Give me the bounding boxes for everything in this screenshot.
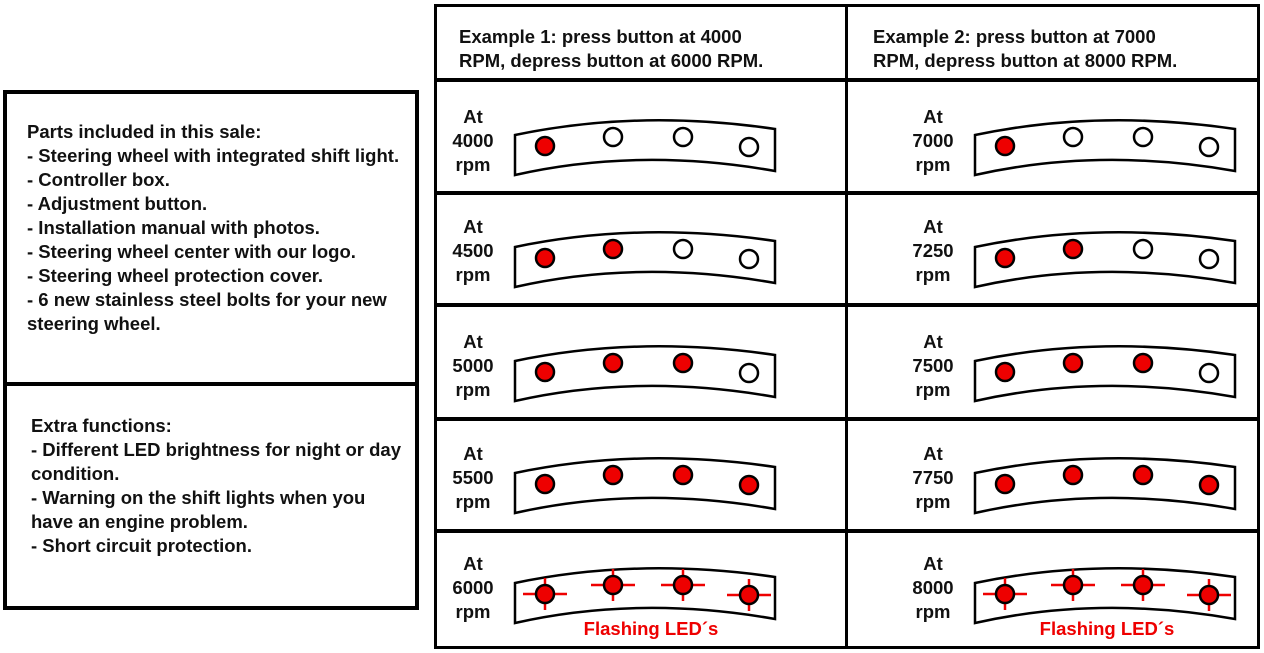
led-lit: [534, 135, 556, 157]
example-2-header: Example 2: press button at 7000 RPM, dep…: [873, 26, 1178, 71]
shift-light-strip: [513, 231, 777, 289]
flashing-leds-label: Flashing LED´s: [1039, 618, 1175, 639]
led-off: [1198, 136, 1220, 158]
led-lit: [1062, 238, 1084, 260]
led-off: [602, 126, 624, 148]
parts-included-text: Parts included in this sale: - Steering …: [27, 121, 400, 334]
row-divider: [437, 191, 1257, 195]
led-lit: [738, 474, 760, 496]
shift-light-strip: [973, 119, 1237, 177]
led-lit: [1132, 464, 1154, 486]
led-off: [1198, 248, 1220, 270]
led-lit: [1062, 352, 1084, 374]
shift-light-strip: [513, 119, 777, 177]
shift-light-strip: [513, 457, 777, 515]
led-lit: [738, 584, 760, 606]
rpm-label: At 4000 rpm: [452, 106, 494, 175]
led-off: [1132, 238, 1154, 260]
rpm-label: At 5000 rpm: [452, 331, 494, 400]
row-divider: [437, 417, 1257, 421]
led-lit: [994, 583, 1016, 605]
extra-functions-text: Extra functions: - Different LED brightn…: [31, 415, 402, 556]
led-lit: [994, 247, 1016, 269]
led-lit: [534, 361, 556, 383]
led-off: [738, 362, 760, 384]
steering-wheel-shift-light: [973, 345, 1237, 403]
led-lit: [672, 464, 694, 486]
steering-wheel-shift-light: [513, 345, 777, 403]
example-1-header: Example 1: press button at 4000 RPM, dep…: [459, 26, 764, 71]
steering-wheel-shift-light: [513, 457, 777, 515]
led-off: [1062, 126, 1084, 148]
led-lit: [602, 238, 624, 260]
rpm-label: At 5500 rpm: [452, 443, 494, 512]
steering-wheel-shift-light: [513, 567, 777, 625]
steering-wheel-shift-light: [513, 119, 777, 177]
led-lit: [602, 352, 624, 374]
row-divider: [437, 303, 1257, 307]
led-lit: [1132, 352, 1154, 374]
shift-light-strip: [973, 457, 1237, 515]
led-off: [738, 248, 760, 270]
steering-wheel-shift-light: [973, 457, 1237, 515]
rpm-label: At 7250 rpm: [912, 216, 954, 285]
led-off: [738, 136, 760, 158]
led-off: [672, 238, 694, 260]
row-divider: [437, 78, 1257, 82]
rpm-label: At 7500 rpm: [912, 331, 954, 400]
led-off: [1198, 362, 1220, 384]
rpm-label: At 7750 rpm: [912, 443, 954, 512]
led-lit: [994, 473, 1016, 495]
led-lit: [1132, 574, 1154, 596]
steering-wheel-shift-light: [973, 119, 1237, 177]
led-lit: [1062, 574, 1084, 596]
led-lit: [602, 574, 624, 596]
led-off: [672, 126, 694, 148]
shift-light-strip: [513, 345, 777, 403]
shift-light-strip: [973, 567, 1237, 625]
led-lit: [534, 247, 556, 269]
shift-light-strip: [973, 345, 1237, 403]
rpm-label: At 4500 rpm: [452, 216, 494, 285]
led-lit: [534, 473, 556, 495]
flashing-leds-label: Flashing LED´s: [583, 618, 719, 639]
led-lit: [1062, 464, 1084, 486]
led-lit: [672, 352, 694, 374]
steering-wheel-shift-light: [513, 231, 777, 289]
column-divider: [845, 7, 848, 646]
rpm-label: At 6000 rpm: [452, 553, 494, 622]
rpm-label: At 7000 rpm: [912, 106, 954, 175]
led-lit: [602, 464, 624, 486]
led-lit: [1198, 474, 1220, 496]
shift-light-strip: [973, 231, 1237, 289]
led-off: [1132, 126, 1154, 148]
led-lit: [994, 361, 1016, 383]
steering-wheel-shift-light: [973, 567, 1237, 625]
steering-wheel-shift-light: [973, 231, 1237, 289]
parts-included-box: Parts included in this sale: - Steering …: [3, 90, 419, 386]
extra-functions-box: Extra functions: - Different LED brightn…: [3, 382, 419, 610]
led-lit: [534, 583, 556, 605]
led-lit: [1198, 584, 1220, 606]
led-lit: [994, 135, 1016, 157]
examples-grid: Example 1: press button at 4000 RPM, dep…: [434, 4, 1260, 649]
row-divider: [437, 529, 1257, 533]
shift-light-strip: [513, 567, 777, 625]
led-lit: [672, 574, 694, 596]
rpm-label: At 8000 rpm: [912, 553, 954, 622]
